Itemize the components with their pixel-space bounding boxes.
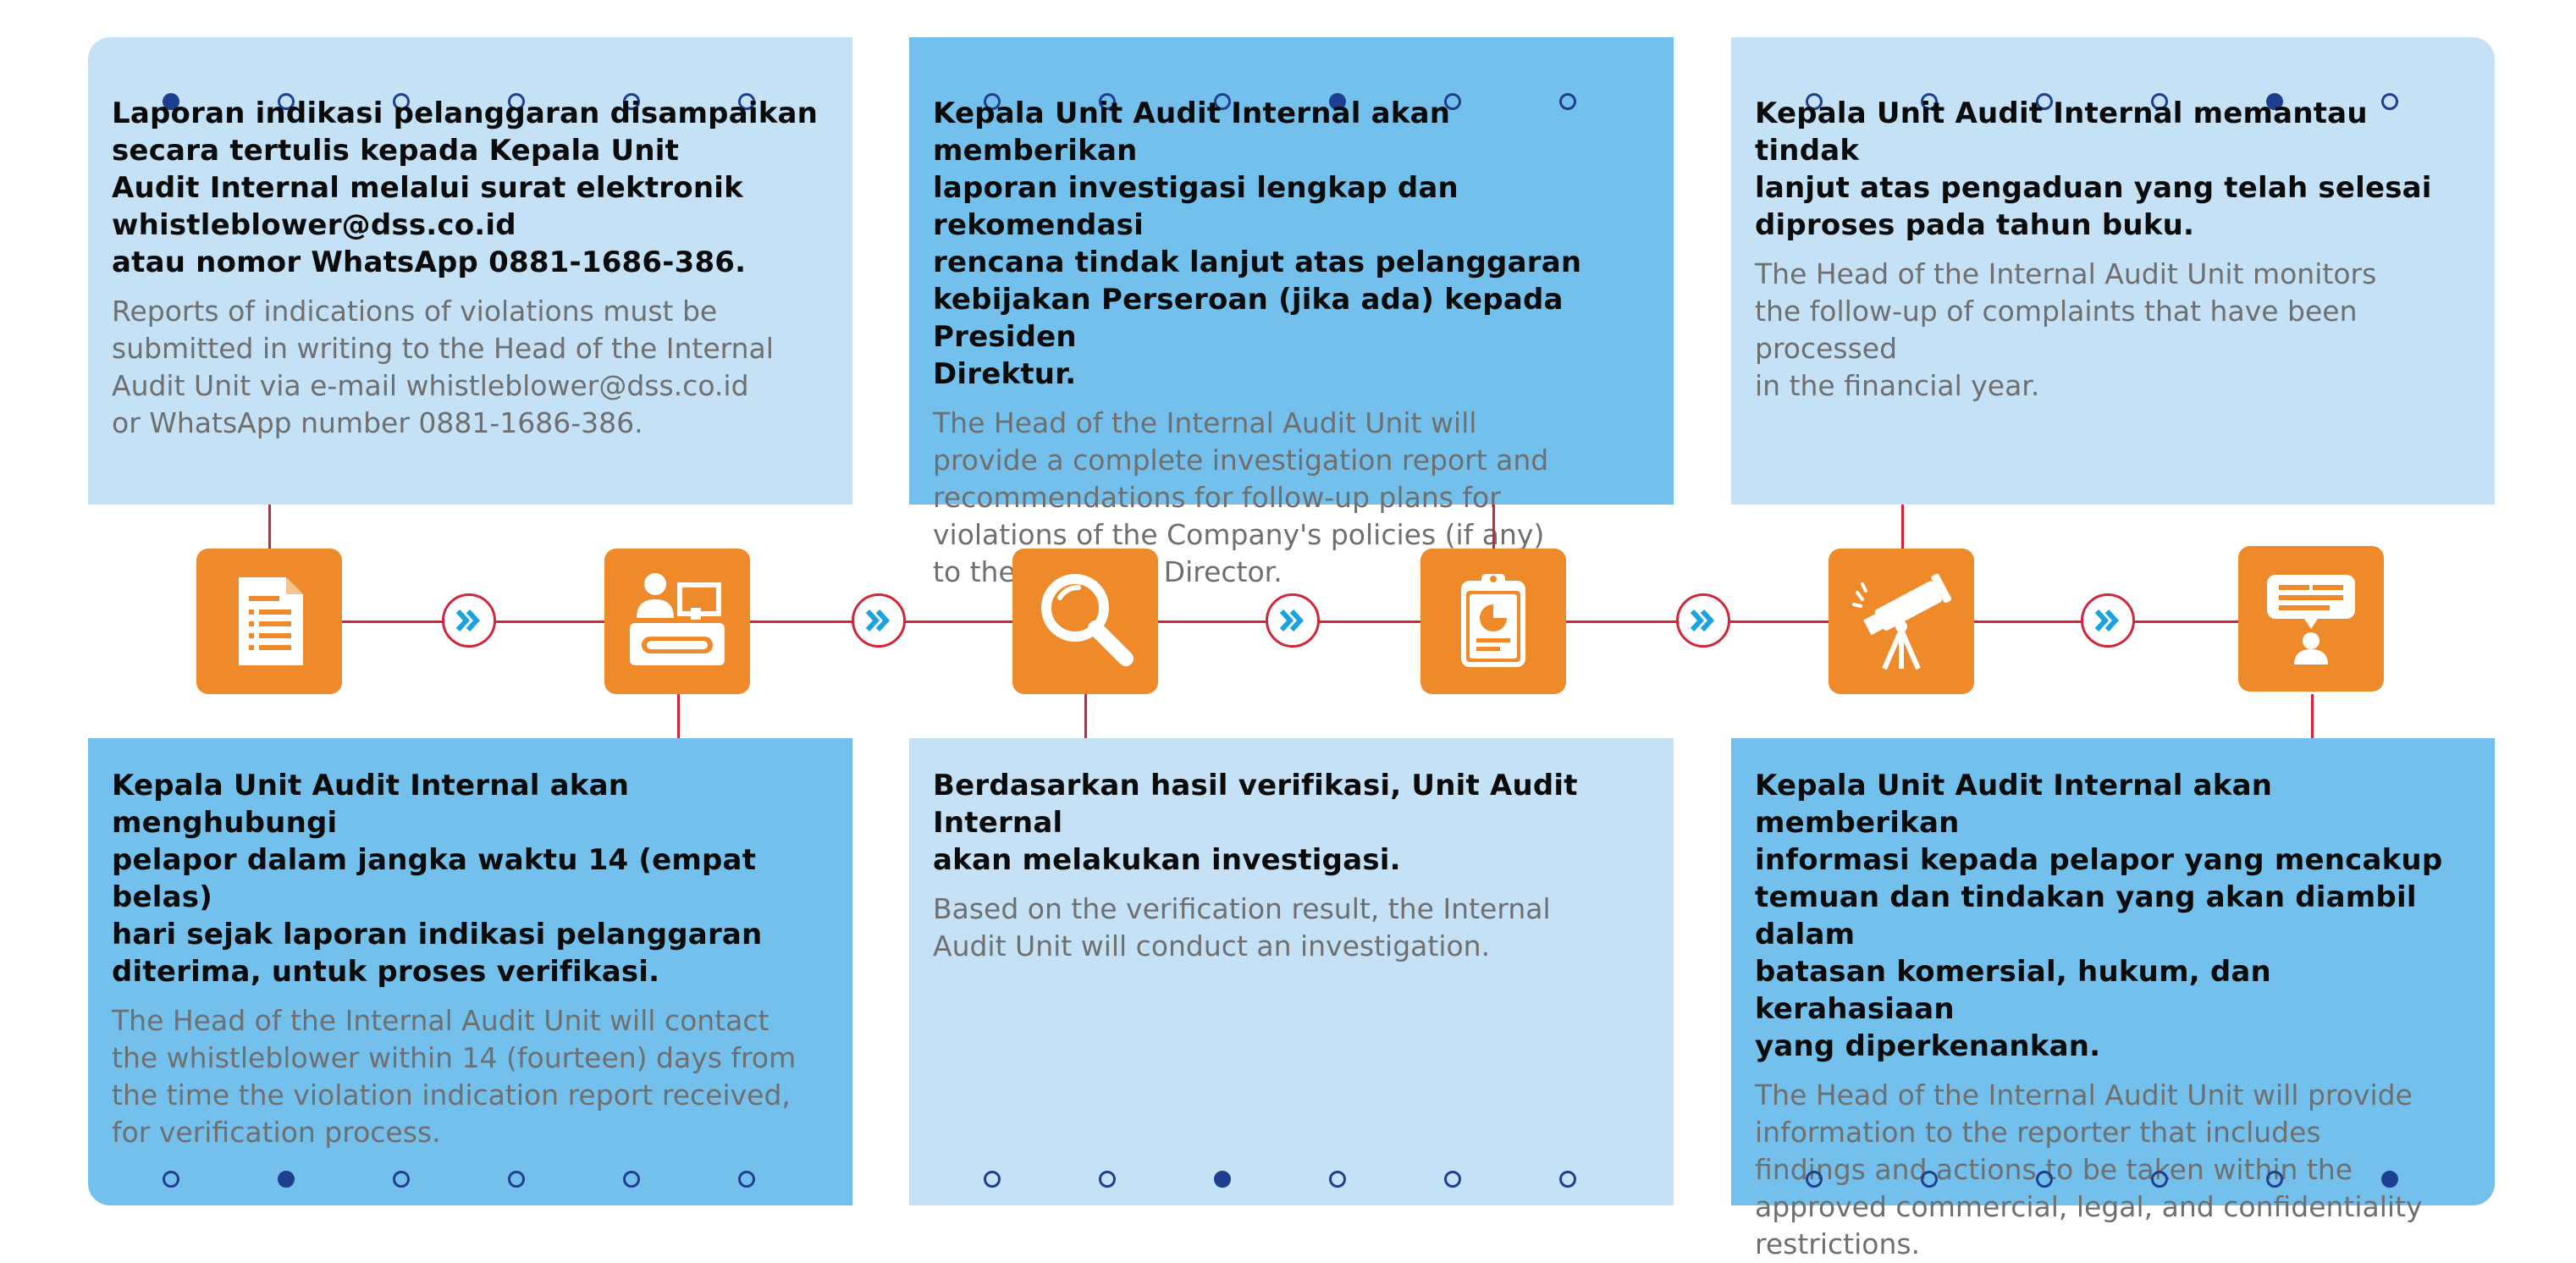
active-step-dot <box>163 93 179 110</box>
reception-desk-icon <box>604 549 750 694</box>
connector-line <box>1901 505 1904 550</box>
step-panel-2: Kepala Unit Audit Internal akan menghubu… <box>88 738 852 1205</box>
step-6-text-indonesian: Kepala Unit Audit Internal akan memberik… <box>1755 769 2443 1063</box>
active-step-dot <box>1214 1171 1231 1188</box>
step-dot <box>1559 1171 1576 1188</box>
step-dot <box>1099 93 1116 110</box>
step-3-text-indonesian: Kepala Unit Audit Internal akan memberik… <box>933 97 1582 391</box>
connector-line <box>1492 505 1495 550</box>
step-1-text-english: Reports of indications of violations mus… <box>112 295 774 439</box>
step-panel-1: Laporan indikasi pelanggaran disampaikan… <box>88 37 852 505</box>
active-step-dot <box>1329 93 1346 110</box>
step-indicator-dots <box>984 1171 1674 1188</box>
step-dot <box>984 1171 1001 1188</box>
step-dot <box>2036 1171 2053 1188</box>
step-indicator-dots <box>1806 1171 2496 1188</box>
step-indicator-dots <box>1806 93 2496 110</box>
clipboard-chart-icon <box>1420 549 1566 694</box>
step-dot <box>738 1171 755 1188</box>
step-dot <box>508 93 525 110</box>
connector-line <box>268 505 271 550</box>
step-dot <box>1214 93 1231 110</box>
next-arrow-icon <box>2081 593 2135 648</box>
step-panel-6: Kepala Unit Audit Internal akan memberik… <box>1731 738 2496 1260</box>
document-list-icon <box>196 549 342 694</box>
step-panel-5: Kepala Unit Audit Internal memantau tind… <box>1731 37 2495 505</box>
step-panel-3: Kepala Unit Audit Internal akan memberik… <box>909 37 1674 588</box>
step-5-text-english: The Head of the Internal Audit Unit moni… <box>1755 257 2377 402</box>
next-arrow-icon <box>1676 593 1730 648</box>
step-dot <box>393 1171 410 1188</box>
telescope-icon <box>1829 549 1974 694</box>
step-dot <box>2381 93 2398 110</box>
step-dot <box>1099 1171 1116 1188</box>
step-dot <box>393 93 410 110</box>
step-dot <box>1559 93 1576 110</box>
step-2-text-indonesian: Kepala Unit Audit Internal akan menghubu… <box>112 769 763 989</box>
step-dot <box>738 93 755 110</box>
step-panel-4: Berdasarkan hasil verifikasi, Unit Audit… <box>909 738 1674 1205</box>
next-arrow-icon <box>1266 593 1320 648</box>
step-dot <box>1444 1171 1461 1188</box>
active-step-dot <box>2381 1171 2398 1188</box>
step-dot <box>508 1171 525 1188</box>
step-dot <box>984 93 1001 110</box>
connector-line <box>677 694 680 738</box>
step-indicator-dots <box>984 93 1674 110</box>
magnifier-icon <box>1012 549 1158 694</box>
step-dot <box>2036 93 2053 110</box>
step-4-text-english: Based on the verification result, the In… <box>933 892 1551 962</box>
step-dot <box>1329 1171 1346 1188</box>
active-step-dot <box>2266 93 2283 110</box>
active-step-dot <box>278 1171 295 1188</box>
step-dot <box>163 1171 179 1188</box>
connector-line <box>2311 694 2314 738</box>
step-5-text-indonesian: Kepala Unit Audit Internal memantau tind… <box>1755 97 2432 242</box>
step-dot <box>2151 93 2168 110</box>
step-dot <box>1921 93 1938 110</box>
step-dot <box>2151 1171 2168 1188</box>
speaker-message-icon <box>2238 546 2384 692</box>
next-arrow-icon <box>852 593 906 648</box>
step-dot <box>1806 1171 1823 1188</box>
step-dot <box>1921 1171 1938 1188</box>
step-1-text-indonesian: Laporan indikasi pelanggaran disampaikan… <box>112 97 819 279</box>
step-indicator-dots <box>163 93 853 110</box>
step-dot <box>1806 93 1823 110</box>
step-dot <box>623 93 640 110</box>
step-dot <box>623 1171 640 1188</box>
step-indicator-dots <box>163 1171 853 1188</box>
step-4-text-indonesian: Berdasarkan hasil verifikasi, Unit Audit… <box>933 769 1578 877</box>
step-dot <box>1444 93 1461 110</box>
step-2-text-english: The Head of the Internal Audit Unit will… <box>112 1004 797 1149</box>
step-6-text-english: The Head of the Internal Audit Unit will… <box>1755 1078 2423 1260</box>
step-dot <box>278 93 295 110</box>
step-dot <box>2266 1171 2283 1188</box>
connector-line <box>1084 694 1087 738</box>
next-arrow-icon <box>442 593 496 648</box>
